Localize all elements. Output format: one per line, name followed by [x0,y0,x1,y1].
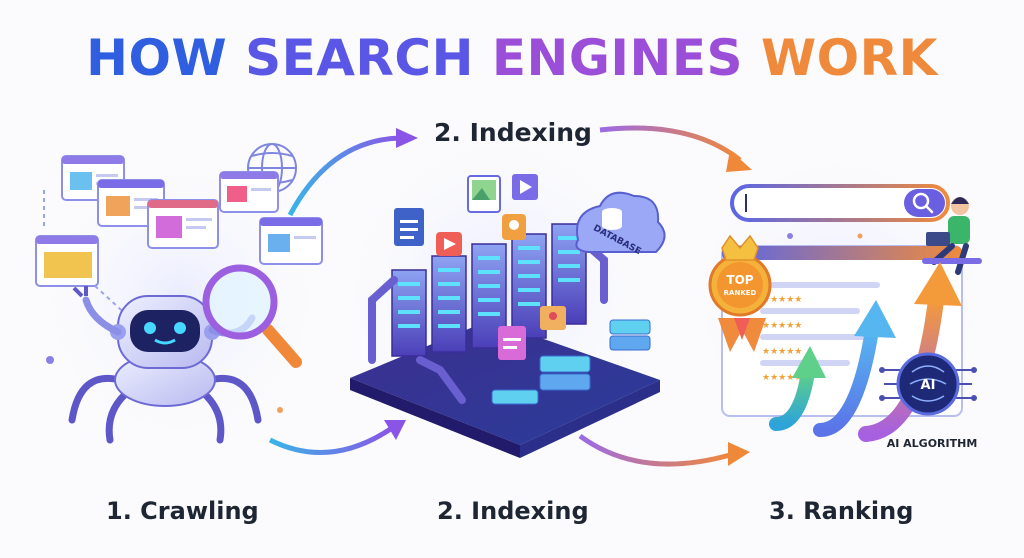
indexing-illustration: DATABASE [350,174,666,458]
step-label-crawling: 1. Crawling [106,497,259,525]
title-word-engines: ENGINES [491,29,744,87]
web-page-icon [35,235,99,287]
server-platform [350,320,660,445]
web-page-icon [259,217,323,265]
growth-arrow-icon [813,300,896,437]
server-rack-icon [431,255,467,353]
step-label-indexing: 2. Indexing [437,497,589,525]
person-with-laptop-icon [922,197,982,275]
badge-ranked-label: RANKED [724,289,757,297]
server-rack-icon [471,243,507,349]
text-doc-icon [394,208,424,246]
data-block-icon [491,319,651,405]
flow-arrow-crawl-to-index-bottom [268,420,406,455]
top-step-label-indexing: 2. Indexing [434,118,592,147]
web-page-icon [147,199,219,249]
search-icon [912,192,934,214]
database-cloud-icon: DATABASE [575,191,666,257]
location-pin-icon [502,214,526,240]
flow-arrow-index-to-rank-bottom [578,433,750,467]
video-file-icon [512,174,538,200]
image-file-icon [467,175,501,213]
flow-arrow-index-to-rank-top [599,125,752,172]
ai-algorithm-label: AI ALGORITHM [887,437,978,450]
text-doc-icon [498,326,526,360]
title-word-search: SEARCH [245,29,474,87]
map-icon [540,306,566,330]
step-label-ranking: 3. Ranking [769,497,914,525]
ai-chip-icon: AI [879,352,977,416]
svg-text:★★★★★: ★★★★★ [762,295,802,305]
svg-text:★★★★★: ★★★★★ [762,321,802,331]
ai-chip-label: AI [921,378,936,393]
ranking-illustration: ★★★★★ ★★★★★ ★★★★★ ★★★★★ [708,184,982,450]
title-word-how: HOW [86,29,228,87]
flow-arrow-crawl-to-index-top [287,128,418,217]
title-word-work: WORK [760,29,938,87]
svg-text:★★★★★: ★★★★★ [762,373,802,383]
search-bar [730,184,950,222]
infographic-title: HOW SEARCH ENGINES WORK [0,28,1024,88]
server-rack-icon [391,269,427,357]
web-page-icon [219,171,279,213]
crawling-illustration [35,143,323,444]
magnifier-icon [202,264,302,368]
top-ranked-badge-icon: TOP RANKED [708,234,772,352]
badge-top-label: TOP [726,273,753,287]
growth-arrow-icon [769,346,826,431]
play-icon [436,232,462,256]
svg-text:★★★★★: ★★★★★ [762,347,802,357]
